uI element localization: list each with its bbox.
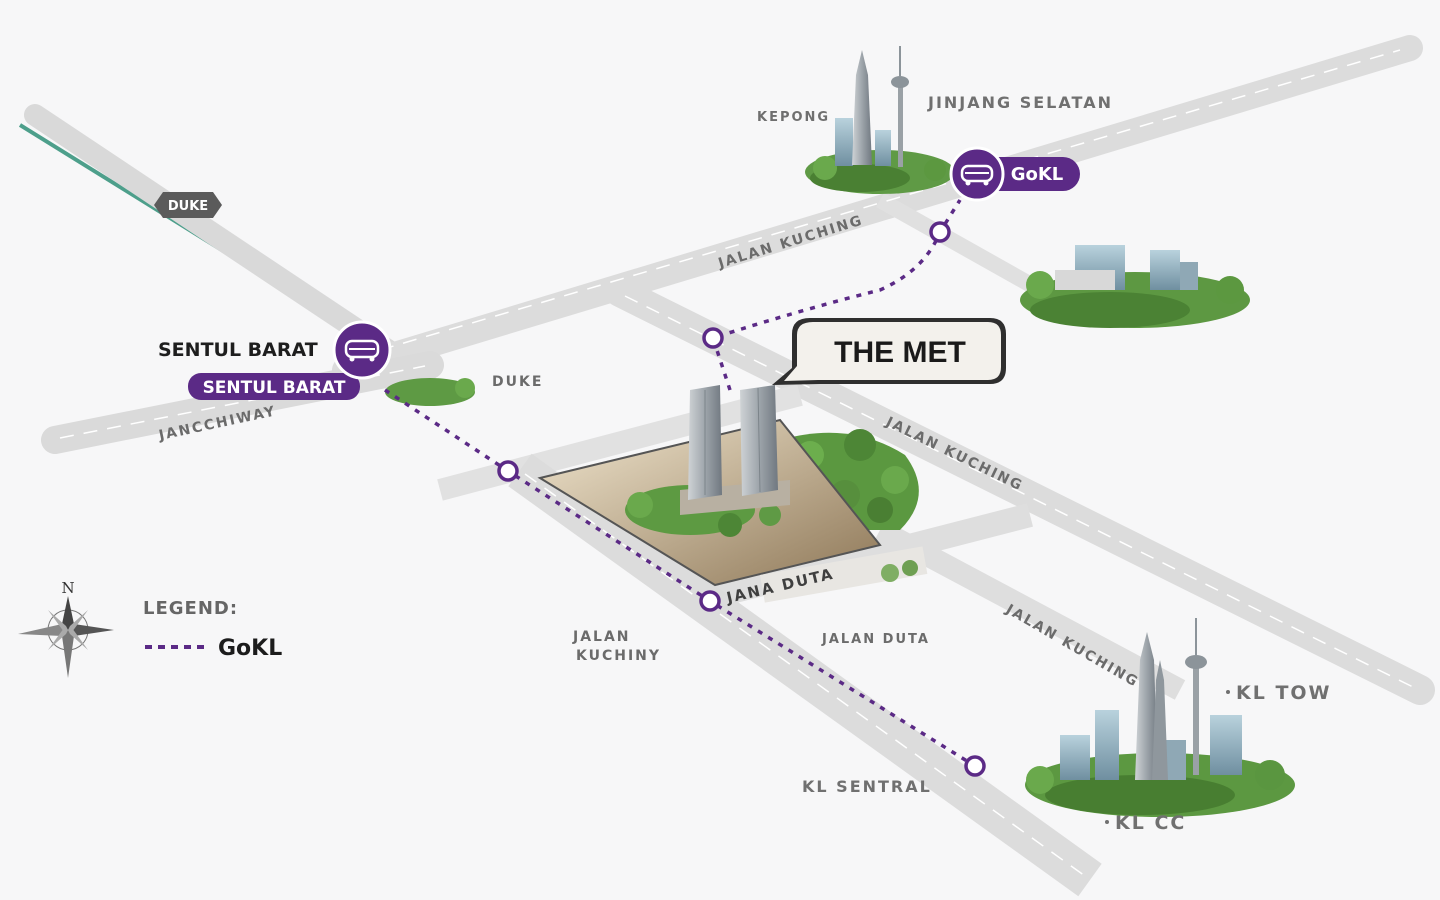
road-label-jalan-kuching-sw: JALAN: [572, 629, 631, 645]
gokl-stop-marker[interactable]: [702, 327, 724, 349]
station-pill-label: GoKL: [1011, 164, 1064, 185]
place-label-kl-tower: KL TOW: [1236, 682, 1332, 704]
place-label-kl-sentral: KL SENTRAL: [802, 777, 932, 796]
east-building-cluster: [1020, 245, 1250, 328]
kl-tower-icon: [1193, 665, 1199, 775]
station-gokl-north[interactable]: GoKL: [949, 146, 1080, 202]
lane-marking: [379, 49, 1401, 351]
station-name-sentul-barat: SENTUL BARAT: [158, 339, 318, 361]
the-met-label: THE MET: [834, 336, 966, 369]
lane-marking: [524, 473, 1086, 877]
station-pill[interactable]: [188, 373, 360, 400]
place-labels: KEPONG JINJANG SELATAN KL TOW KL CC KL S…: [757, 93, 1332, 834]
place-label-kepong: KEPONG: [757, 110, 830, 125]
south-city-cluster: [1025, 618, 1295, 817]
klcc-tower-icon: [1135, 632, 1158, 780]
north-city-cluster: [805, 46, 955, 194]
road-jalan-kuching-east: [605, 277, 1435, 705]
road-branch-east: [876, 193, 1044, 297]
gokl-route-line: [710, 199, 962, 391]
place-label-jinjang: JINJANG SELATAN: [927, 93, 1113, 112]
gokl-route-line: [384, 388, 976, 768]
road-label-duke: DUKE: [492, 374, 543, 390]
the-met-callout[interactable]: THE MET: [772, 318, 1006, 385]
jalan-duta-strip: [760, 546, 928, 603]
road-jalan-kuching-south: [874, 520, 1186, 700]
place-label-kl-cc: KL CC: [1115, 812, 1186, 834]
legend-gokl-label: GoKL: [218, 636, 282, 661]
gokl-stop-marker[interactable]: [929, 221, 951, 243]
duke-highway-sign: DUKE: [154, 192, 222, 218]
sentul-greenery: [385, 378, 475, 406]
gokl-route: [384, 199, 986, 777]
compass-north-label: N: [61, 579, 74, 597]
station-sentul-barat[interactable]: SENTUL BARAT SENTUL BARAT: [158, 320, 392, 400]
duke-sign-label: DUKE: [168, 199, 208, 214]
the-met-towers-icon: [688, 385, 778, 500]
kl-tower-icon: [898, 85, 903, 167]
road-network: [18, 35, 1435, 897]
twin-tower-icon: [852, 50, 872, 165]
compass-rose: N: [18, 579, 114, 678]
map-legend: LEGEND: GoKL: [143, 598, 282, 661]
lane-marking: [624, 295, 1416, 689]
the-met-site: [537, 385, 882, 587]
gokl-stop-marker[interactable]: [699, 590, 721, 612]
gokl-stop-marker[interactable]: [497, 460, 519, 482]
road-label-jalan-duta-lower: JALAN DUTA: [821, 632, 930, 647]
road-label-jalan-kuching-sw: KUCHINY: [576, 648, 661, 664]
legend-title: LEGEND:: [143, 598, 238, 619]
station-pill-label: SENTUL BARAT: [203, 378, 346, 398]
road-jalan-kuching-upper: [332, 35, 1423, 383]
gokl-stop-marker[interactable]: [964, 755, 986, 777]
